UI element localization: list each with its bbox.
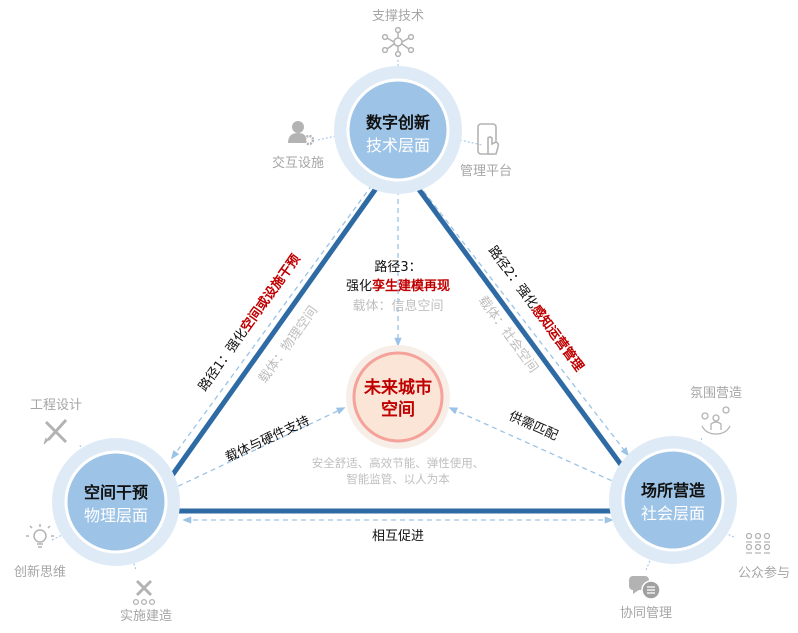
- conn-right-label-group: 供需匹配: [506, 409, 560, 444]
- edge-top-right: [409, 178, 633, 479]
- dashed-flows: [169, 183, 630, 524]
- lightbulb-icon: [26, 524, 54, 548]
- node-top-subtitle: 技术层面: [366, 136, 430, 155]
- sat-left-1-label: 创新思维: [14, 564, 66, 580]
- phone-touch-icon: [477, 123, 500, 155]
- path3-line1: 路径3：: [374, 259, 421, 275]
- dashed-arrow-top-to-right: [417, 183, 630, 457]
- node-top[interactable]: 数字创新 技术层面: [334, 66, 462, 194]
- dashed-arrow-top-to-left: [170, 184, 373, 460]
- node-right-title: 场所营造: [641, 481, 706, 500]
- node-left-subtitle: 物理层面: [84, 506, 148, 525]
- node-top-title: 数字创新: [366, 113, 430, 132]
- path1-prefix: 路径1：强化: [195, 325, 251, 394]
- path2-label: 路径2：强化感知运营管理: [485, 243, 587, 375]
- path1-label: 路径1：强化空间或设施干预: [195, 251, 303, 394]
- sat-right-2-label: 协同管理: [620, 606, 672, 621]
- dashed-arrow-right-to-center: [448, 407, 629, 489]
- sat-left-0-label: 工程设计: [30, 398, 82, 413]
- path1-highlight: 空间或设施干预: [238, 251, 304, 334]
- node-right-subtitle: 社会层面: [641, 504, 705, 523]
- center-goals-line2: 智能监管、以人为本: [346, 472, 450, 486]
- node-center[interactable]: 未来城市 空间: [346, 345, 450, 449]
- network-icon: [381, 26, 415, 58]
- node-left[interactable]: 空间干预 物理层面: [52, 438, 180, 566]
- path3-highlight: 孪生建模再现: [372, 278, 450, 294]
- conn-right-label: 供需匹配: [506, 409, 560, 444]
- sat-right-1-label: 公众参与: [738, 565, 790, 581]
- node-left-title: 空间干预: [84, 483, 148, 502]
- ruler-pencil-icon: [43, 418, 68, 445]
- conn-left-label: 载体与硬件支持: [223, 414, 312, 466]
- conn-left-label-group: 载体与硬件支持: [223, 414, 312, 466]
- user-gear-icon: [288, 121, 315, 146]
- path1-label-group: 路径1：强化空间或设施干预: [195, 251, 303, 394]
- center-title-line1: 未来城市: [363, 377, 432, 398]
- sat-right-0-label: 氛围营造: [690, 386, 742, 401]
- sat-top-2-label: 管理平台: [460, 164, 512, 179]
- chat-bubbles-icon: [629, 576, 661, 600]
- edge-top-left: [163, 178, 385, 486]
- node-left-core: [64, 450, 168, 554]
- node-right-core: [621, 448, 725, 552]
- node-right[interactable]: 场所营造 社会层面: [609, 436, 737, 564]
- main-edges: [163, 178, 633, 514]
- sat-top-1-label: 交互设施: [272, 155, 324, 171]
- path3-carrier: 载体：信息空间: [352, 298, 443, 314]
- node-center-core: [352, 351, 444, 443]
- conn-bottom-label: 相互促进: [372, 529, 424, 544]
- social-circle-icon: [701, 406, 731, 435]
- path3-prefix: 强化: [346, 279, 372, 294]
- center-title-line2: 空间: [381, 399, 415, 420]
- node-top-core: [346, 78, 450, 182]
- tools-icon: [132, 579, 156, 606]
- center-goals-line1: 安全舒适、高效节能、弹性使用、: [312, 456, 485, 470]
- path3-line2: 强化孪生建模再现: [346, 278, 450, 294]
- people-group-icon: [745, 532, 771, 554]
- sat-top-0-label: 支撑技术: [372, 9, 424, 24]
- sat-left-2-label: 实施建造: [120, 609, 172, 624]
- path2-label-group: 路径2：强化感知运营管理: [485, 243, 587, 375]
